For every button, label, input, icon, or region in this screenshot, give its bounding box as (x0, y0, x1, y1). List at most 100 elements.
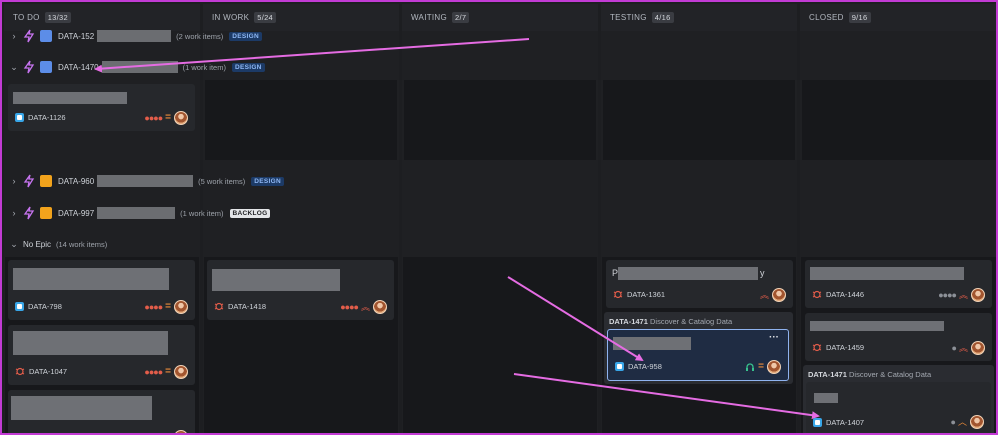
column-header-inwork[interactable]: IN WORK 5/24 (203, 4, 399, 31)
assignee-avatar[interactable] (174, 300, 188, 314)
issue-card-data-1047[interactable]: DATA-1047 ●●●● = (8, 325, 195, 385)
issue-card-data-1459[interactable]: DATA-1459 ● ︽ (805, 313, 992, 361)
epic-label-key: DATA-1471 (609, 317, 648, 326)
more-menu-icon[interactable]: ··· (769, 332, 779, 343)
redacted-summary (618, 267, 758, 280)
headphones-icon (746, 363, 755, 371)
column-count: 5/24 (254, 12, 277, 23)
label-badge: BACKLOG (229, 208, 271, 218)
issue-card-data-1446[interactable]: DATA-1446 ●●●● ︽ (805, 260, 992, 308)
issue-key[interactable]: DATA-798 (28, 302, 62, 311)
epic-color-swatch (40, 61, 52, 73)
priority-dots-icon: ●●●● (144, 113, 163, 123)
issue-key[interactable]: DATA-1459 (826, 342, 865, 352)
issue-card-data-798[interactable]: DATA-798 ●●●● = (8, 260, 195, 320)
story-icon (15, 302, 24, 311)
lane-cell (802, 80, 996, 160)
epic-label-name: Discover & Catalog Data (849, 370, 932, 379)
issue-card-data-1418[interactable]: DATA-1418 ●●●● ︽ (207, 260, 394, 320)
swimlane-no-epic[interactable]: ⌄ No Epic (14 work items) (4, 233, 996, 255)
assignee-avatar[interactable] (373, 300, 387, 314)
epic-label[interactable]: DATA-1471 Discover & Catalog Data (609, 317, 732, 326)
card-footer: DATA-1459 (812, 342, 864, 352)
issue-key[interactable]: DATA-1446 (826, 289, 865, 299)
chevron-right-icon[interactable]: › (12, 31, 16, 41)
assignee-avatar[interactable] (970, 415, 984, 429)
column-header-todo[interactable]: TO DO 13/32 (4, 4, 200, 31)
issue-key[interactable]: DATA-1418 (228, 301, 267, 311)
chevron-right-icon[interactable]: › (12, 208, 16, 218)
assignee-avatar[interactable] (767, 360, 781, 374)
bug-icon (15, 367, 25, 376)
lane-cell (603, 80, 795, 160)
card-footer: DATA-1361 (613, 289, 665, 299)
epic-key[interactable]: DATA-960 (58, 176, 95, 186)
chevron-down-icon[interactable]: ⌄ (10, 238, 18, 249)
redacted-summary (810, 267, 964, 280)
epic-key[interactable]: DATA-997 (58, 208, 95, 218)
swimlane-data-960[interactable]: › DATA-960 (5 work items) DESIGN (4, 170, 996, 192)
issue-card-data-1361[interactable]: P y DATA-1361 ︽ (606, 260, 793, 308)
redacted-summary (814, 393, 838, 403)
issue-key[interactable]: DATA-1126 (28, 113, 66, 122)
column-title: WAITING (411, 13, 448, 22)
card-title-end: y (760, 268, 765, 278)
swimlane-data-152[interactable]: › DATA-152 (2 work items) DESIGN (4, 25, 996, 47)
issue-card-partial[interactable] (8, 390, 195, 433)
priority-medium-icon: = (165, 112, 171, 123)
redacted-summary (810, 321, 944, 331)
issue-key[interactable]: DATA-1361 (627, 289, 666, 299)
epic-color-swatch (40, 30, 52, 42)
issue-key[interactable]: DATA-1407 (826, 418, 865, 427)
column-header-testing[interactable]: TESTING 4/16 (601, 4, 797, 31)
card-footer: DATA-798 (15, 302, 62, 311)
priority-dots-icon: ●●●● (144, 367, 163, 377)
priority-high-icon: ︽ (958, 289, 968, 300)
redacted-summary (13, 268, 169, 290)
column-title: CLOSED (809, 13, 844, 22)
story-icon (15, 113, 24, 122)
card-footer: DATA-1047 (15, 366, 67, 376)
redacted-summary (613, 337, 691, 350)
swimlane-data-997[interactable]: › DATA-997 (1 work item) BACKLOG (4, 202, 996, 224)
column-header-closed[interactable]: CLOSED 9/16 (800, 4, 996, 31)
redacted-summary (13, 92, 127, 104)
assignee-avatar[interactable] (971, 288, 985, 302)
chevron-down-icon[interactable]: ⌄ (10, 61, 18, 72)
epic-color-swatch (40, 207, 52, 219)
issue-card-data-958[interactable]: ··· DATA-958 = (607, 329, 789, 381)
column-title: TESTING (610, 13, 647, 22)
assignee-avatar[interactable] (174, 365, 188, 379)
column-count: 4/16 (651, 12, 674, 23)
issue-key[interactable]: DATA-1047 (29, 366, 68, 376)
epic-color-swatch (40, 175, 52, 187)
lane-cell (404, 80, 596, 160)
swimlane-data-1470[interactable]: ⌄ DATA-1470 (1 work item) DESIGN (4, 56, 996, 78)
assignee-avatar[interactable] (174, 111, 188, 125)
issue-card-data-1407-wrapper: DATA-1471 Discover & Catalog Data DATA-1… (803, 365, 994, 433)
epic-label-key: DATA-1471 (808, 370, 847, 379)
assignee-avatar[interactable] (174, 430, 188, 433)
issue-key[interactable]: DATA-958 (628, 362, 662, 371)
bug-icon (812, 343, 822, 352)
epic-key[interactable]: DATA-1470 (58, 62, 99, 72)
priority-high-icon: ︽ (958, 342, 968, 353)
redacted-title (97, 30, 172, 42)
card-footer: DATA-1418 (214, 301, 266, 311)
priority-dots-icon: ●●●● (938, 290, 957, 300)
epic-label[interactable]: DATA-1471 Discover & Catalog Data (808, 370, 931, 379)
epic-icon (23, 174, 35, 188)
assignee-avatar[interactable] (772, 288, 786, 302)
issue-card-data-1407[interactable]: DATA-1407 ● ︿ (806, 382, 991, 433)
card-right-icons: ● ︽ (952, 341, 985, 355)
column-header-waiting[interactable]: WAITING 2/7 (402, 4, 598, 31)
epic-icon (23, 29, 35, 43)
epic-key[interactable]: DATA-152 (58, 31, 95, 41)
lane-cell (403, 257, 597, 433)
issue-card-data-1126[interactable]: DATA-1126 ●●●● = (8, 84, 195, 131)
assignee-avatar[interactable] (971, 341, 985, 355)
label-badge: DESIGN (251, 176, 284, 186)
chevron-right-icon[interactable]: › (12, 176, 16, 186)
card-right-icons: ●●●● = (144, 365, 188, 379)
